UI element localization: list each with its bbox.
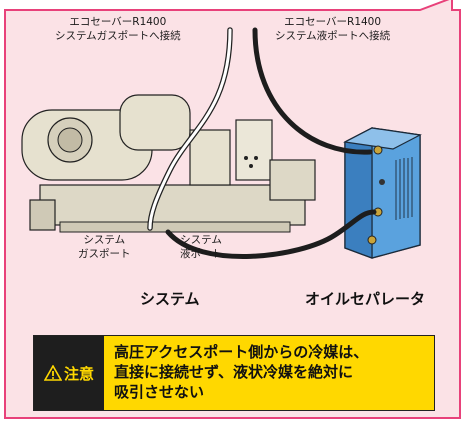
caution-line: 高圧アクセスポート側からの冷媒は、 bbox=[114, 343, 369, 361]
oil-separator-illustration bbox=[343, 127, 422, 259]
warning-icon bbox=[43, 365, 62, 381]
liquid-port-connect-label: エコセーバーR1400 システム液ポートへ接続 bbox=[275, 16, 391, 42]
system-caption: システム bbox=[140, 290, 200, 308]
caution-message: 高圧アクセスポート側からの冷媒は、 直接に接続せず、液状冷媒を絶対に 吸引させな… bbox=[104, 336, 434, 410]
caution-tag: 注意 bbox=[34, 336, 104, 410]
caution-line: 吸引させない bbox=[114, 383, 205, 401]
system-liquid-port-label: システム 液ポート bbox=[180, 234, 222, 260]
liquid-port-hose-bottom bbox=[165, 209, 377, 259]
caution-line: 直接に接続せず、液状冷媒を絶対に bbox=[114, 363, 353, 381]
system-gas-port-label: システム ガスポート bbox=[78, 234, 131, 260]
oil-separator-caption: オイルセパレータ bbox=[305, 290, 426, 308]
gas-port-connect-label: エコセーバーR1400 システムガスポートへ接続 bbox=[55, 16, 181, 42]
compressor-unit-illustration bbox=[21, 94, 316, 233]
liquid-port-hose-top bbox=[252, 27, 373, 155]
caution-notice: 注意 高圧アクセスポート側からの冷媒は、 直接に接続せず、液状冷媒を絶対に 吸引… bbox=[33, 335, 435, 411]
connection-hoses bbox=[147, 27, 377, 259]
caution-tag-label: 注意 bbox=[63, 364, 94, 383]
